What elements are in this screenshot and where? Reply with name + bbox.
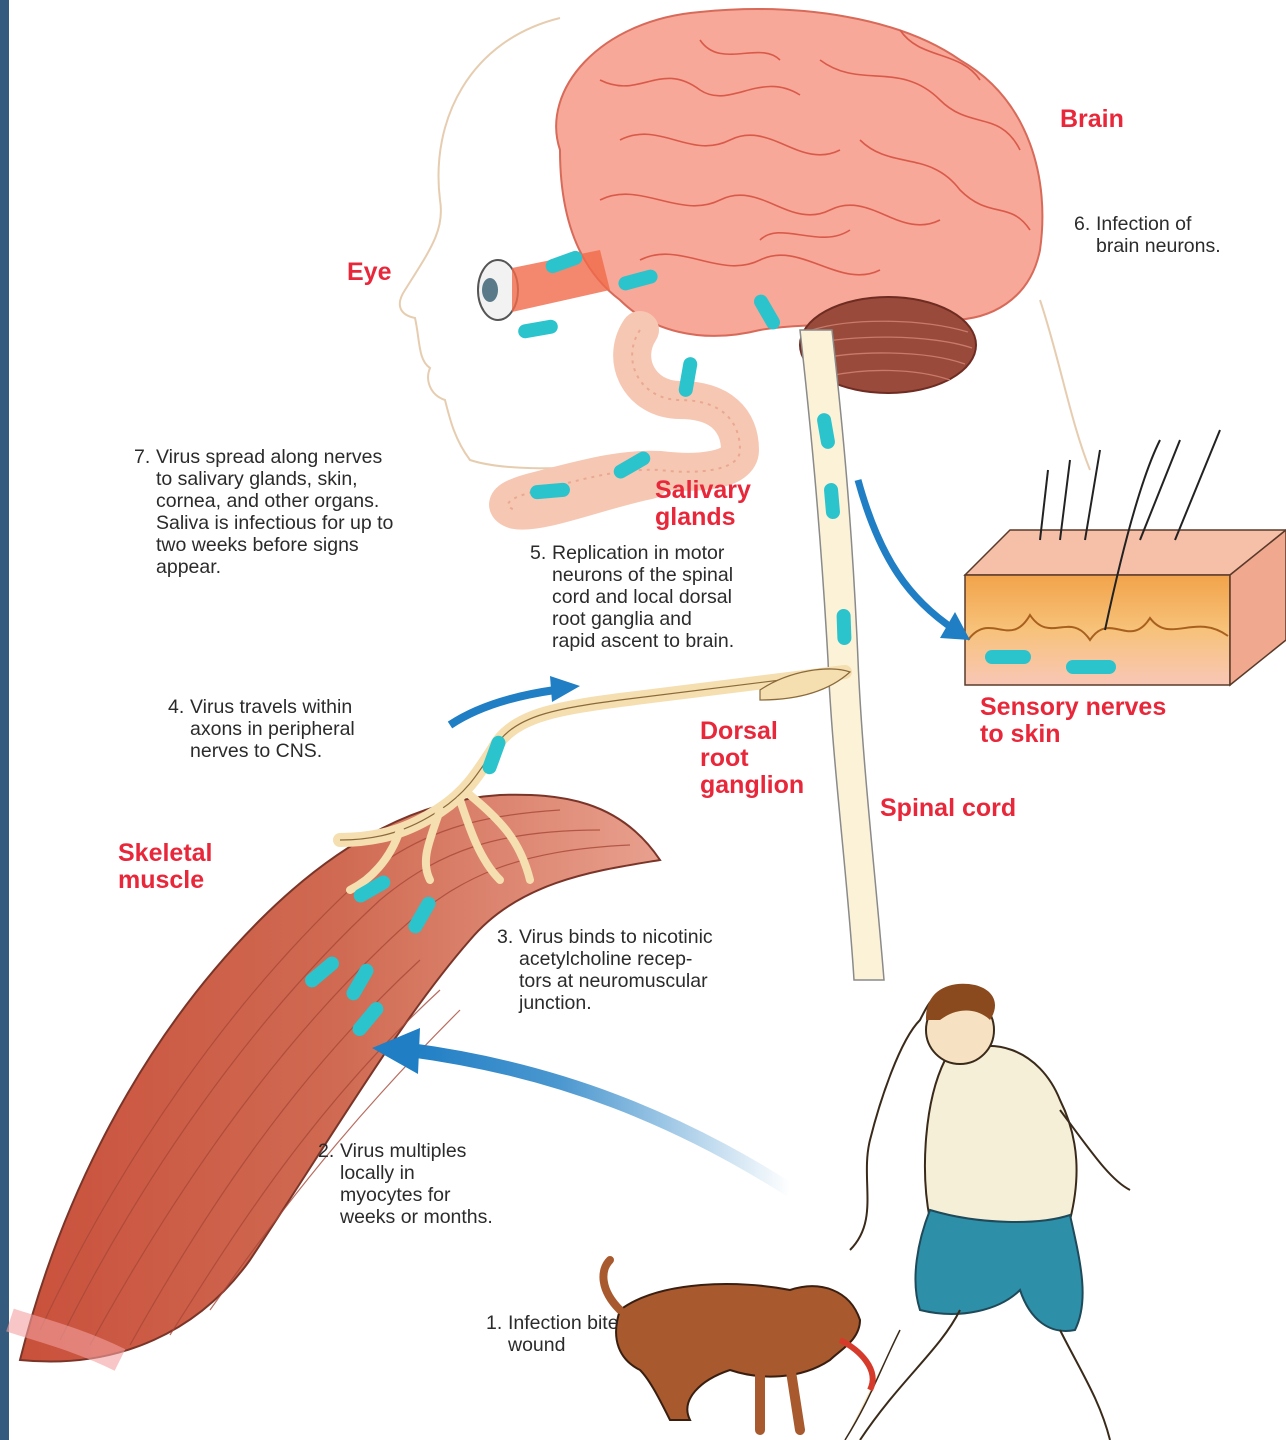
step-3-note: 3.Virus binds to nicotinic acetylcholine… xyxy=(497,926,713,1014)
step-4-note: 4.Virus travels within axons in peripher… xyxy=(168,696,355,762)
label-brain: Brain xyxy=(1060,106,1124,133)
step-5-note: 5.Replication in motor neurons of the sp… xyxy=(530,542,734,652)
label-skeletal-muscle: Skeletal muscle xyxy=(118,840,213,894)
spinal-cord-shape xyxy=(800,330,884,980)
step-7-note: 7.Virus spread along nerves to salivary … xyxy=(134,446,393,578)
step-1-note: 1.Infection bite wound xyxy=(486,1312,619,1356)
step-6-note: 6.Infection of brain neurons. xyxy=(1074,213,1221,257)
skin-block xyxy=(965,430,1286,685)
label-sensory-nerves: Sensory nerves to skin xyxy=(980,694,1166,748)
dog-tail xyxy=(603,1260,620,1310)
dog-figure xyxy=(603,1260,872,1430)
label-dorsal-root-ganglion: Dorsal root ganglion xyxy=(700,718,804,799)
dog-body xyxy=(616,1284,860,1420)
arrow-to-skin xyxy=(858,480,955,630)
person-figure xyxy=(845,984,1130,1440)
label-salivary-glands: Salivary glands xyxy=(655,477,751,531)
step-2-note: 2.Virus multiples locally in myocytes fo… xyxy=(318,1140,493,1228)
neck-outline xyxy=(1040,300,1090,470)
person-shorts xyxy=(915,1210,1082,1331)
person-shirt xyxy=(925,1046,1077,1228)
label-spinal-cord: Spinal cord xyxy=(880,795,1016,822)
label-eye: Eye xyxy=(347,259,391,286)
